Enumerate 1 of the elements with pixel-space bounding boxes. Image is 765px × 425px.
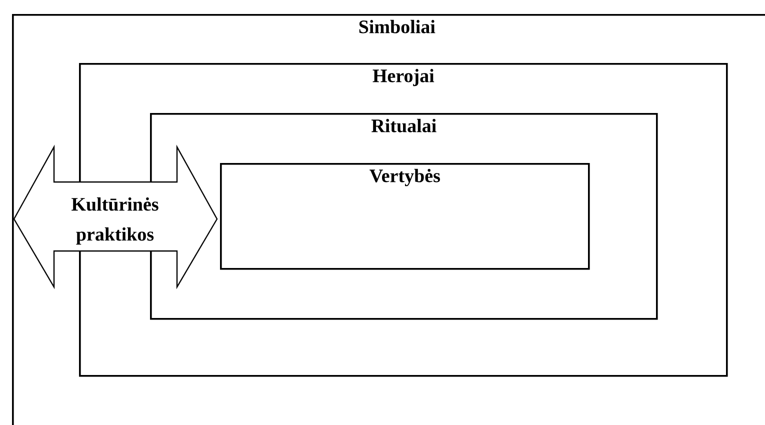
layer-box: Vertybės xyxy=(220,163,590,270)
